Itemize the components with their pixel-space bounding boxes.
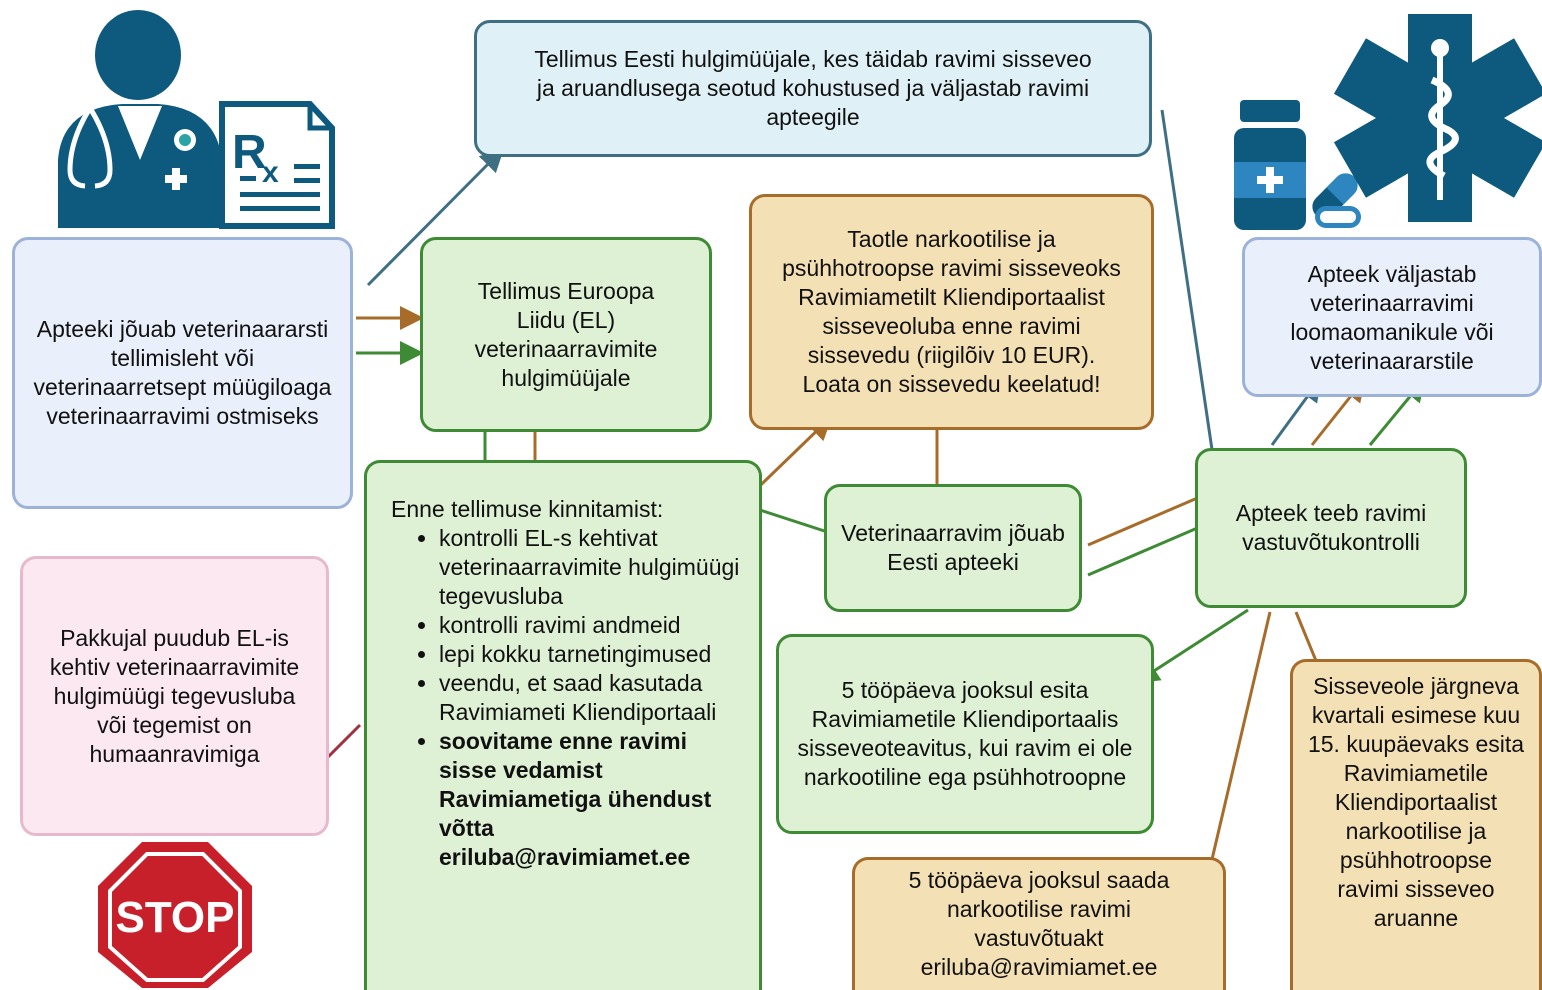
arrow-estonia-to-control — [1160, 109, 1225, 476]
no-license-text: Pakkujal puudub EL-is kehtiv veterinaarr… — [49, 624, 300, 767]
arrow-arrives-to-control-brown — [1087, 486, 1222, 547]
send-act-box: 5 tööpäeva jooksul saada narkootilise ra… — [852, 857, 1226, 990]
order-eu-text: Tellimus Euroopa Liidu (EL) veterinaarra… — [474, 277, 658, 391]
pharmacy-dispenses-box: Apteek väljastab veterinaarravimi loomao… — [1242, 237, 1542, 397]
checklist-box: Enne tellimuse kinnitamist: kontrolli EL… — [364, 460, 762, 990]
apply-license-box: Taotle narkootilise ja psühhotroopse rav… — [749, 194, 1154, 430]
pharmacy-dispenses-text: Apteek väljastab veterinaarravimi loomao… — [1290, 261, 1494, 374]
quarter-report-text: Sisseveole järgneva kvartali esimese kuu… — [1307, 673, 1525, 931]
quarter-report-box: Sisseveole järgneva kvartali esimese kuu… — [1290, 659, 1542, 990]
receiving-control-box: Apteek teeb ravimi vastuvõtukontrolli — [1195, 448, 1467, 608]
apply-license-text: Taotle narkootilise ja psühhotroopse rav… — [782, 226, 1121, 397]
checklist-item-recommendation: soovitame enne ravimi sisse vedamist Rav… — [439, 727, 741, 872]
receiving-control-text: Apteek teeb ravimi vastuvõtukontrolli — [1235, 500, 1427, 555]
pharmacy-receives-text: Apteeki jõuab veterinaararsti tellimisle… — [33, 316, 332, 429]
checklist-list: kontrolli EL-s kehtivat veterinaarravimi… — [391, 524, 741, 872]
arrives-box: Veterinaarravim jõuab Eesti apteeki — [824, 484, 1082, 612]
no-license-box: Pakkujal puudub EL-is kehtiv veterinaarr… — [20, 556, 329, 836]
checklist-item: lepi kokku tarnetingimused — [439, 640, 741, 669]
order-eu-box: Tellimus Euroopa Liidu (EL) veterinaarra… — [420, 237, 712, 432]
notify-box: 5 tööpäeva jooksul esita Ravimiametile K… — [776, 634, 1154, 834]
order-estonia-box: Tellimus Eesti hulgimüüjale, kes täidab … — [474, 20, 1152, 157]
notify-text: 5 tööpäeva jooksul esita Ravimiametile K… — [797, 677, 1133, 790]
pharmacy-receives-box: Apteeki jõuab veterinaararsti tellimisle… — [12, 237, 353, 509]
checklist-item: veendu, et saad kasutada Ravimiameti Kli… — [439, 669, 741, 727]
checklist-item: kontrolli EL-s kehtivat veterinaarravimi… — [439, 524, 741, 611]
send-act-text: 5 tööpäeva jooksul saada narkootilise ra… — [908, 867, 1170, 980]
arrow-control-to-notify — [1134, 608, 1249, 684]
arrow-to-estonia-order — [366, 147, 505, 287]
arrow-arrives-to-control-green — [1087, 516, 1222, 577]
arrow-control-to-act — [1198, 611, 1272, 891]
checklist-heading: Enne tellimuse kinnitamist: — [391, 496, 664, 522]
arrives-text: Veterinaarravim jõuab Eesti apteeki — [841, 520, 1065, 575]
order-estonia-text: Tellimus Eesti hulgimüüjale, kes täidab … — [534, 46, 1092, 130]
checklist-item: kontrolli ravimi andmeid — [439, 611, 741, 640]
